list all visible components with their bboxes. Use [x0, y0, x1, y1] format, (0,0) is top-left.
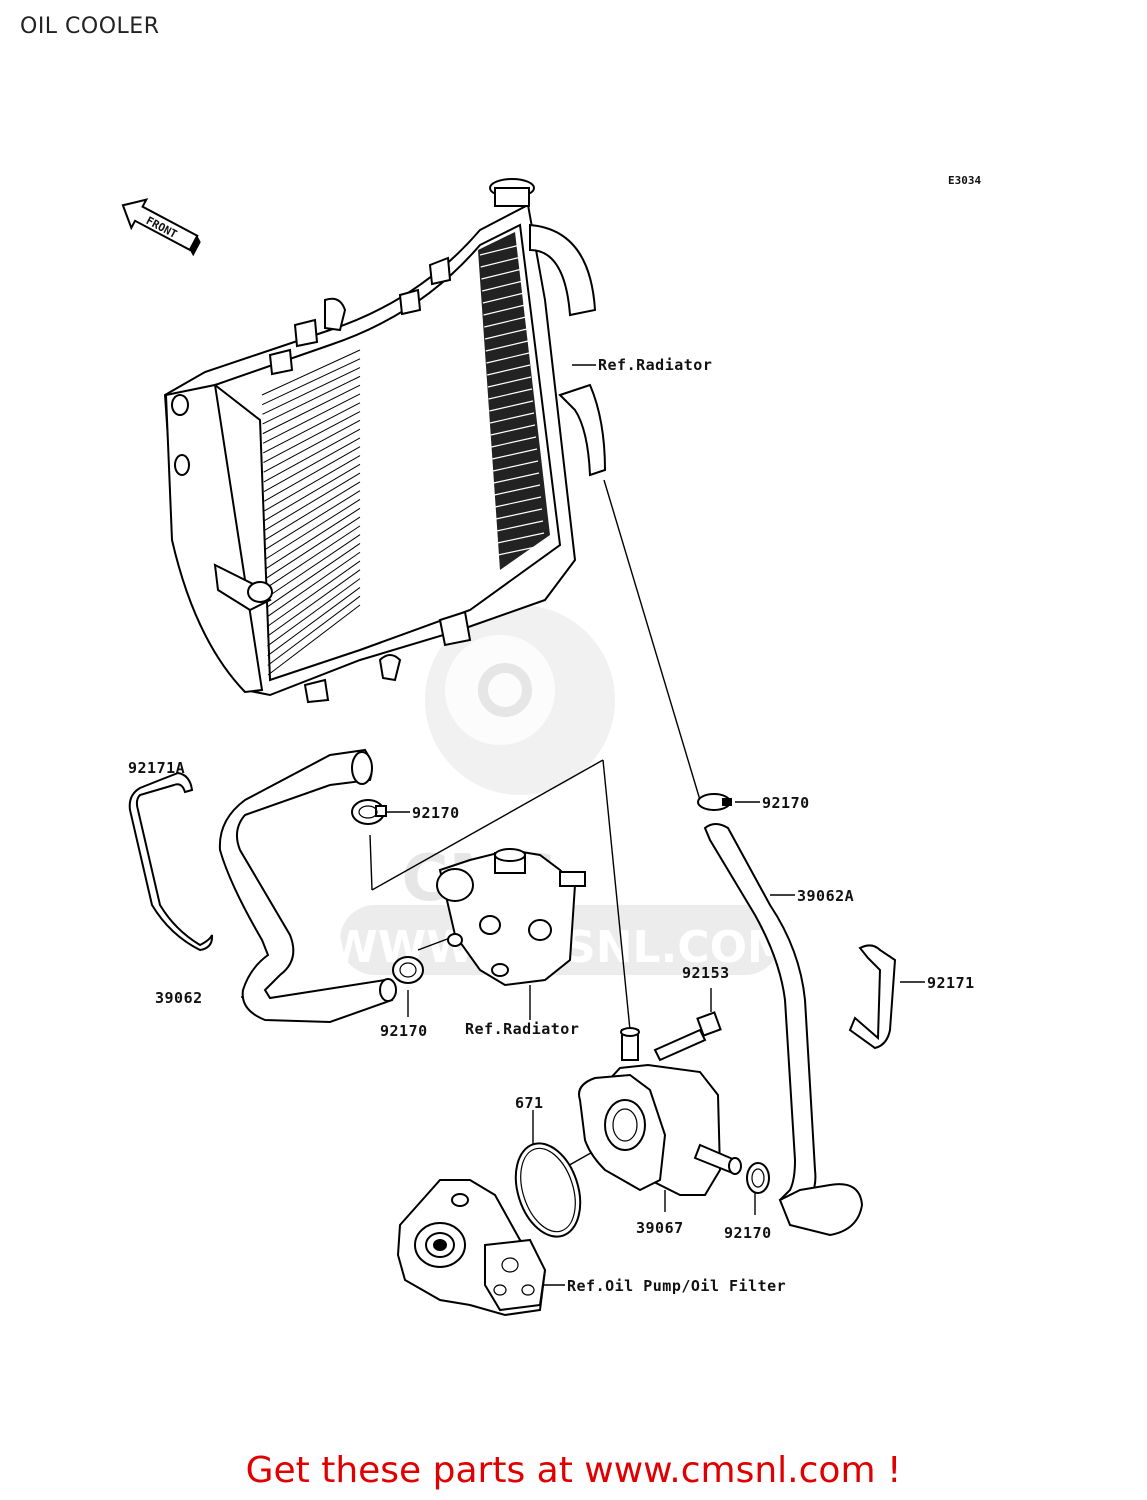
label-39067: 39067	[636, 1219, 684, 1237]
label-92153: 92153	[682, 964, 730, 982]
o-ring-671	[514, 1142, 582, 1238]
oil-cooler-39067	[578, 1027, 742, 1196]
label-92170-right: 92170	[762, 794, 810, 812]
label-671: 671	[515, 1094, 544, 1112]
label-92170-lower: 92170	[380, 1022, 428, 1040]
water-pump	[436, 848, 586, 987]
label-92171: 92171	[927, 974, 975, 992]
label-92170-upper: 92170	[412, 804, 460, 822]
label-ref-radiator-bottom: Ref.Radiator	[465, 1020, 579, 1038]
label-ref-radiator-top: Ref.Radiator	[598, 356, 712, 374]
label-ref-oil-pump: Ref.Oil Pump/Oil Filter	[567, 1277, 786, 1295]
footer-link[interactable]: Get these parts at www.cmsnl.com !	[245, 1450, 902, 1491]
front-arrow-icon: FRONT	[121, 198, 201, 257]
hose-39062	[218, 748, 394, 1024]
clamp-92171a	[128, 771, 214, 952]
label-39062a: 39062A	[797, 887, 854, 905]
radiator	[163, 178, 607, 704]
clamp-92170-right	[697, 793, 732, 811]
label-92171a: 92171A	[128, 759, 185, 777]
bolt-92153	[653, 1011, 722, 1062]
clamp-92170-upper-left	[351, 799, 387, 825]
radiator-core-fins-right	[479, 244, 546, 556]
oil-pump-filter-housing	[396, 1179, 547, 1317]
clamp-92170-cooler	[746, 1162, 770, 1194]
label-39062: 39062	[155, 989, 203, 1007]
clamp-92170-lower-left	[392, 956, 424, 984]
page-title: OIL COOLER	[20, 14, 160, 39]
part-labels: Ref.Radiator 92171A 92170 92170 39062A 9…	[128, 356, 975, 1295]
label-92170-cooler: 92170	[724, 1224, 772, 1242]
diagram-code: E3034	[948, 174, 981, 187]
leader-lines	[241, 364, 925, 1286]
clamp-92171	[848, 944, 897, 1050]
radiator-core-fins	[261, 349, 361, 676]
